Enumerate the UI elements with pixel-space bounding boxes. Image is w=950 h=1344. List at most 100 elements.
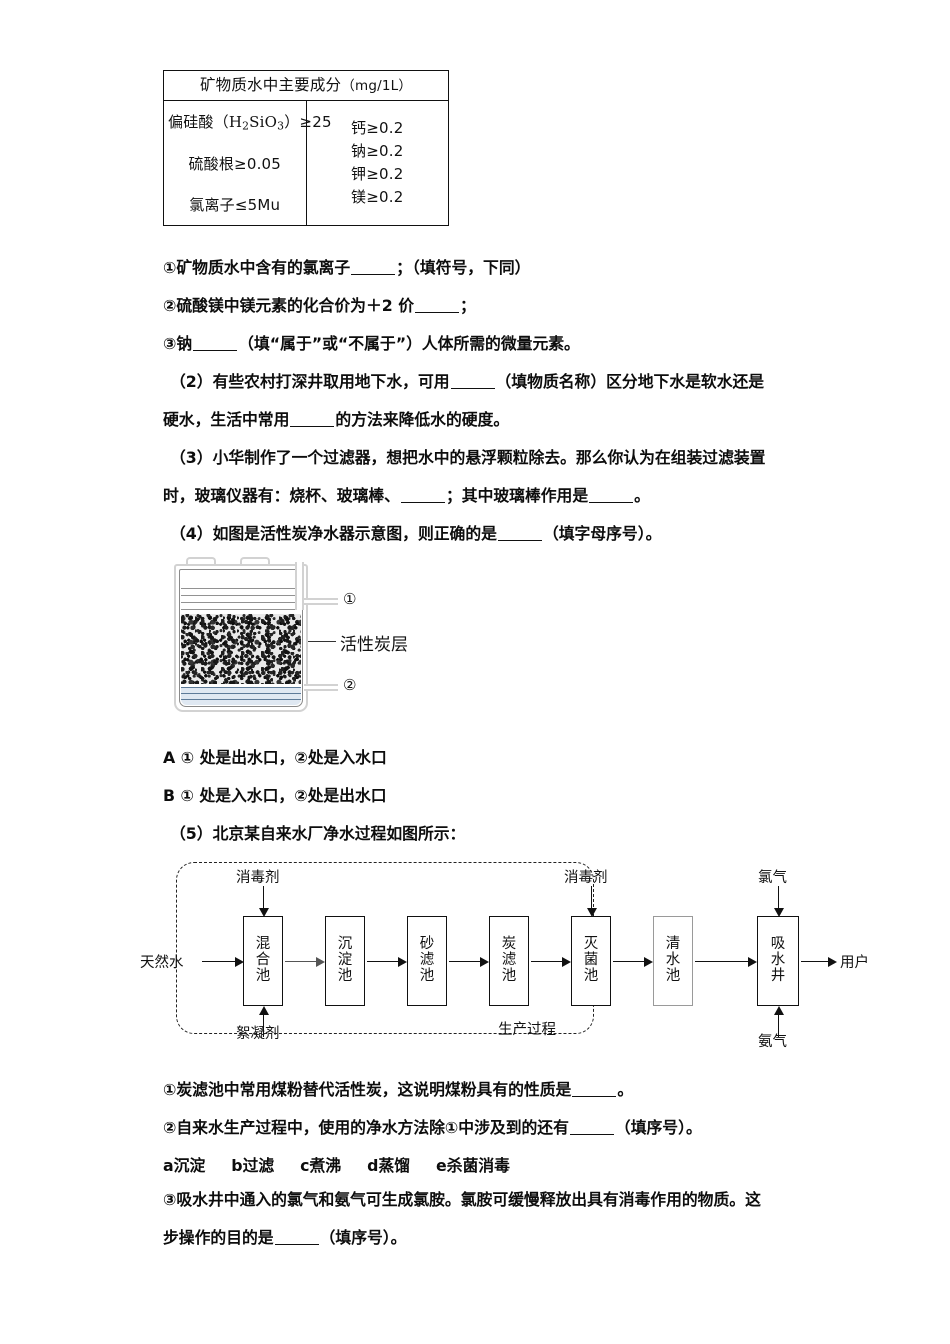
purifier-upper-water-layer [181,588,301,610]
question-2-line1: （2）有些农村打深井取用地下水，可用（填物质名称）区分地下水是软水还是 [170,372,840,392]
question-3-line2-a: 时，玻璃仪器有：烧杯、玻璃棒、 [163,486,400,505]
flow-box-char: 水 [665,952,681,969]
flow-box-carbon-filter-tank: 炭 滤 池 [489,916,529,1006]
question-4-line-tail: （填字母序号）。 [542,524,662,543]
flow-box-char: 池 [583,967,599,984]
flow-box-char: 井 [770,967,786,984]
option-a-sedimentation[interactable]: a沉淀 [163,1156,206,1175]
table-cell-sulfate: 硫酸根≥0.05 [188,154,282,173]
flow-box-char: 池 [665,967,681,984]
flow-additive-disinfectant-1: 消毒剂 [236,870,280,886]
flow-arrow-6 [695,957,757,967]
flow-arrow-2 [367,957,407,967]
option-a: A ① 处是出水口，②处是入水口 [163,748,387,767]
answer-blank[interactable] [415,312,460,313]
question-3-line2-c: 。 [634,486,650,505]
flow-box-char: 砂 [419,936,435,953]
flow-box-char: 水 [770,952,786,969]
flow-box-mixing-tank: 混 合 池 [243,916,283,1006]
flow-arrow-ammonia [774,1006,784,1037]
table-cell-chloride: 氯离子≤5Mu [189,195,281,214]
water-treatment-flow-diagram: 天然水 混 合 池 消毒剂 絮凝剂 沉 淀 池 砂 滤 池 炭 滤 [140,858,869,1058]
flow-arrow-chlorine [774,886,784,917]
purifier-carbon-layer-label: 活性炭层 [340,635,408,655]
answer-blank[interactable] [193,350,238,351]
question-1a-tail: ；（填符号，下同） [396,258,531,277]
flow-box-char: 池 [501,967,517,984]
question-3-line1: （3）小华制作了一个过滤器，想把水中的悬浮颗粒除去。那么你认为在组装过滤装置 [170,448,766,467]
question-1b: ②硫酸镁中镁元素的化合价为＋2 价 ； [163,296,833,316]
answer-blank[interactable] [569,1134,614,1135]
flow-boundary-label: 生产过程 [498,1022,556,1038]
flow-arrow-1 [285,957,325,967]
answer-blank[interactable] [450,388,495,389]
option-c-boiling[interactable]: c煮沸 [300,1156,342,1175]
question-5b: ②自来水生产过程中，使用的净水方法除①中涉及到的还有（填序号）。 [163,1118,833,1138]
flow-box-char: 清 [665,936,681,953]
table-cell-potassium: 钾≥0.2 [351,165,404,183]
purifier-port-label-2: ② [343,676,357,694]
question-1b-text: ②硫酸镁中镁元素的化合价为＋2 价 [163,296,415,315]
table-cell-magnesium: 镁≥0.2 [351,187,404,206]
option-b-filtration[interactable]: b过滤 [231,1156,275,1175]
question-2-line2-a: 硬水，生活中常用 [163,410,290,429]
flow-box-char: 混 [255,936,271,953]
flow-gas-ammonia: 氨气 [758,1034,787,1050]
question-2-line1-tail: （填物质名称）区分地下水是软水还是 [495,372,765,391]
purifier-cap-right [240,557,270,566]
table-header-cell: 矿物质水中主要成分（mg/1L） [163,70,449,101]
flow-box-char: 灭 [583,936,599,953]
flow-box-char: 池 [337,967,353,984]
table-cell-metasilicic-acid: 偏硅酸（H2SiO3）≥25 [168,112,332,133]
table-cell-sodium: 钠≥0.2 [351,142,404,161]
question-1a: ①矿物质水中含有的氯离子；（填符号，下同） [163,258,833,278]
flow-arrow-3 [449,957,489,967]
question-1c: ③钠（填“属于”或“不属于”）人体所需的微量元素。 [163,334,833,354]
question-4-line: （4）如图是活性炭净水器示意图，则正确的是 （填字母序号）。 [170,524,840,544]
activated-carbon-purifier-diagram: ① ② 活性炭层 [168,556,468,721]
answer-blank[interactable] [274,1244,319,1245]
flow-arrow-flocculant [259,1006,269,1037]
table-header-unit: （mg/1L） [341,77,413,94]
flow-box-char: 吸 [770,936,786,953]
mineral-water-table: 矿物质水中主要成分（mg/1L） 偏硅酸（H2SiO3）≥25 硫酸根≥0.05… [163,70,449,226]
purifier-vessel [174,564,308,712]
purifier-top-port-pipe [304,598,338,605]
flow-box-char: 滤 [419,952,435,969]
answer-blank[interactable] [589,502,634,503]
question-3-line2: 时，玻璃仪器有：烧杯、玻璃棒、；其中玻璃棒作用是。 [163,486,833,506]
question-5a-tail: 。 [617,1080,634,1099]
question-4-line-text: （4）如图是活性炭净水器示意图，则正确的是 [170,524,497,543]
purifier-activated-carbon-layer [181,614,301,684]
flow-box-sterilization-tank: 灭 菌 池 [571,916,611,1006]
question-1c-tail: （填“属于”或“不属于”）人体所需的微量元素。 [238,334,580,353]
answer-blank[interactable] [572,1096,617,1097]
flow-box-char: 炭 [501,936,517,953]
answer-blank[interactable] [497,540,542,541]
question-5b-text: ②自来水生产过程中，使用的净水方法除①中涉及到的还有 [163,1118,569,1137]
option-d-distillation[interactable]: d蒸馏 [367,1156,411,1175]
answer-blank[interactable] [351,274,396,275]
purifier-bottom-port-pipe [304,684,338,691]
option-e-sterilization[interactable]: e杀菌消毒 [436,1156,510,1175]
question-2-line2-b: 的方法来降低水的硬度。 [335,410,510,429]
purifier-leader-line [308,641,336,642]
question-1b-tail: ； [460,296,476,315]
production-process-boundary [176,862,594,1034]
question-2-line2: 硬水，生活中常用 的方法来降低水的硬度。 [163,410,833,430]
flow-arrow-5 [613,957,653,967]
flow-output-label: 用户 [840,955,869,971]
answer-blank[interactable] [290,426,335,427]
table-right-column: 钙≥0.2 钠≥0.2 钾≥0.2 镁≥0.2 [305,100,449,226]
question-5c-line2-a: 步操作的目的是 [163,1228,274,1247]
question-5c-line1: ③吸水井中通入的氯气和氨气可生成氯胺。氯胺可缓慢释放出具有消毒作用的物质。这 [163,1190,761,1209]
answer-blank[interactable] [400,502,445,503]
question-5-options: a沉淀 b过滤 c煮沸 d蒸馏 e杀菌消毒 [163,1156,833,1176]
flow-box-char: 池 [255,967,271,984]
question-5a-text: ①炭滤池中常用煤粉替代活性炭，这说明煤粉具有的性质是 [163,1080,572,1099]
question-5a: ①炭滤池中常用煤粉替代活性炭，这说明煤粉具有的性质是 。 [163,1080,833,1100]
flow-box-char: 滤 [501,952,517,969]
flow-input-label: 天然水 [140,955,184,971]
purifier-inner-wall [179,569,303,707]
